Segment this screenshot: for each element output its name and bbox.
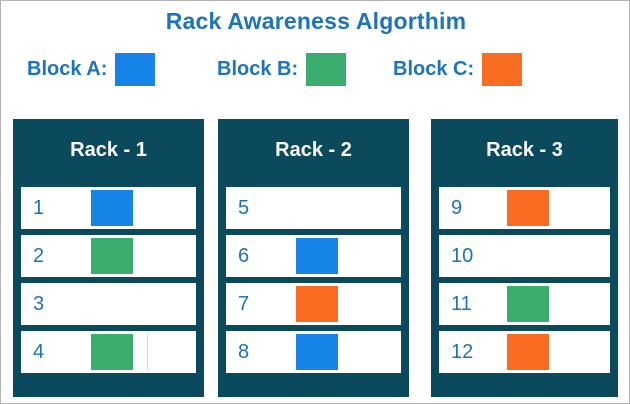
data-block-a[interactable] — [296, 238, 338, 274]
slot-number: 4 — [33, 341, 45, 363]
slot-number: 9 — [451, 197, 463, 219]
rack-1-slots: 1 2 3 4 — [21, 187, 196, 383]
slot-number: 1 — [33, 197, 45, 219]
rack-2-slots: 5 6 7 8 — [226, 187, 401, 383]
slot-number: 12 — [451, 341, 474, 363]
rack-3-slot-12[interactable]: 12 — [439, 331, 610, 373]
rack-1-title: Rack - 1 — [70, 139, 147, 161]
rack-2-slot-5[interactable]: 5 — [226, 187, 401, 229]
slot-number: 6 — [238, 245, 250, 267]
rack-2-slot-8[interactable]: 8 — [226, 331, 401, 373]
rack-3-slot-10[interactable]: 10 — [439, 235, 610, 277]
legend-item-block-a: Block A: — [27, 49, 156, 89]
legend-item-block-c: Block C: — [393, 49, 523, 89]
rack-3-title: Rack - 3 — [486, 139, 563, 161]
data-block-b[interactable] — [506, 286, 549, 322]
slot-number: 2 — [33, 245, 45, 267]
data-block-b[interactable] — [91, 238, 133, 274]
rack-3-slot-9[interactable]: 9 — [439, 187, 610, 229]
data-block-a[interactable] — [296, 334, 338, 370]
data-block-b[interactable] — [91, 334, 133, 370]
data-block-c[interactable] — [506, 190, 549, 226]
rack-1-slot-1[interactable]: 1 — [21, 187, 196, 229]
slot-number: 3 — [33, 293, 45, 315]
legend-label-block-a: Block A: — [27, 57, 108, 80]
slot-number: 10 — [451, 245, 474, 267]
rack-2-slot-7[interactable]: 7 — [226, 283, 401, 325]
legend-swatch-block-b — [306, 52, 347, 86]
rack-2-title: Rack - 2 — [275, 139, 352, 161]
legend-swatch-block-c — [482, 52, 523, 86]
rack-2-slot-6[interactable]: 6 — [226, 235, 401, 277]
slot-number: 5 — [238, 197, 250, 219]
legend-swatch-block-a — [115, 52, 156, 86]
data-block-c[interactable] — [506, 334, 549, 370]
rack-3-slots: 9 10 11 12 — [439, 187, 610, 383]
rack-1-slot-3[interactable]: 3 — [21, 283, 196, 325]
legend: Block A: Block B: Block C: — [1, 49, 629, 89]
rack-3-slot-11[interactable]: 11 — [439, 283, 610, 325]
data-block-c[interactable] — [296, 286, 338, 322]
slot-number: 8 — [238, 341, 250, 363]
rack-1: Rack - 1 1 2 3 4 — [13, 119, 204, 397]
slot-divider-line — [147, 333, 148, 371]
legend-label-block-b: Block B: — [217, 57, 299, 80]
rack-3: Rack - 3 9 10 11 12 — [431, 119, 618, 397]
rack-1-slot-4[interactable]: 4 — [21, 331, 196, 373]
rack-2: Rack - 2 5 6 7 8 — [218, 119, 409, 397]
rack-1-slot-2[interactable]: 2 — [21, 235, 196, 277]
data-block-a[interactable] — [91, 190, 133, 226]
legend-item-block-b: Block B: — [217, 49, 347, 89]
slot-number: 7 — [238, 293, 250, 315]
slot-number: 11 — [451, 293, 472, 315]
legend-label-block-c: Block C: — [393, 57, 475, 80]
page-title: Rack Awareness Algorthim — [165, 8, 467, 34]
